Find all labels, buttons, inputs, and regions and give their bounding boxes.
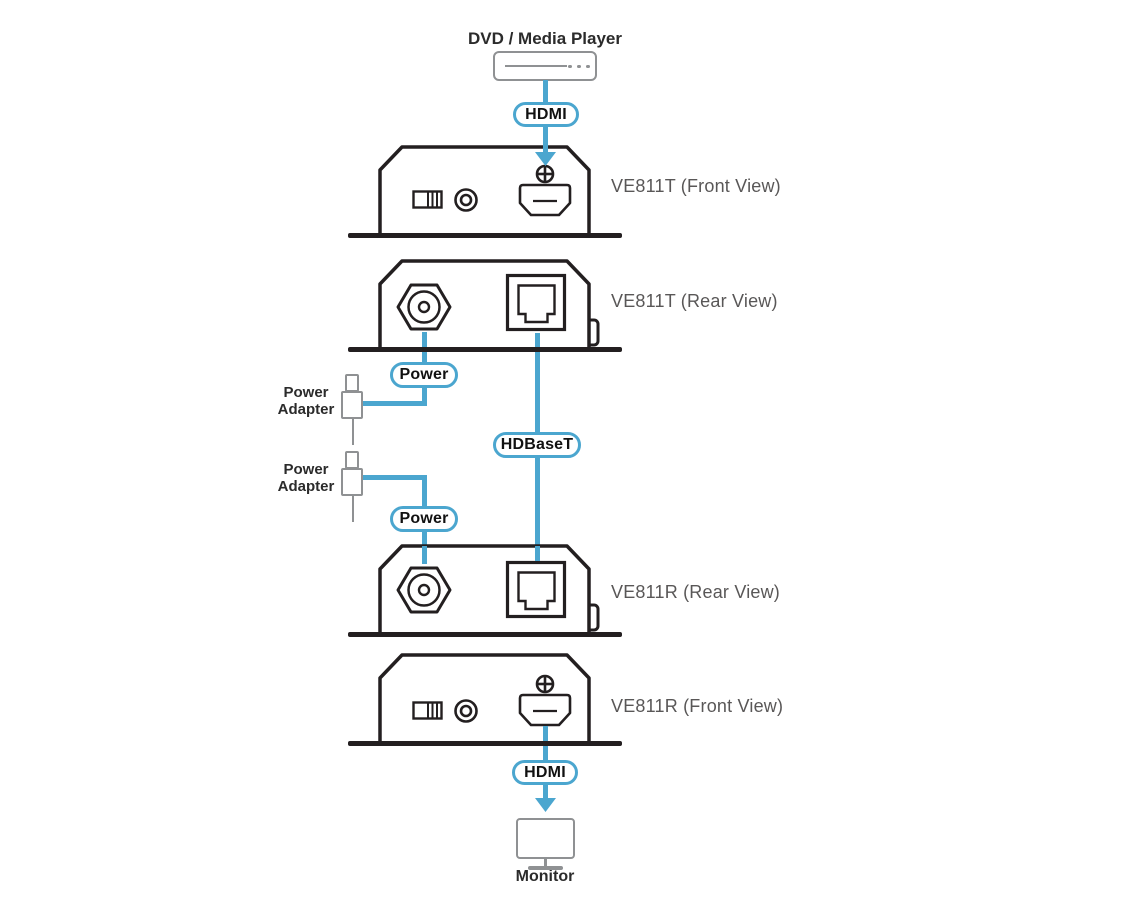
monitor-icon <box>516 818 575 859</box>
monitor-stand-base <box>528 866 563 870</box>
power-adapter-bottom-icon <box>341 468 363 496</box>
monitor-stand <box>543 859 547 867</box>
hdmi-port-icon <box>518 693 572 727</box>
rj45-port-icon <box>505 560 567 619</box>
power-cable-top-segment <box>421 387 427 406</box>
ve811t-front-device <box>378 145 604 237</box>
hdbaset-cable-upper-segment <box>534 348 540 433</box>
monitor-label: Monitor <box>515 868 575 885</box>
hdbaset-badge: HDBaseT <box>493 432 581 458</box>
power-bottom-badge: Power <box>390 506 458 532</box>
hdbaset-cable-inside-segment <box>534 546 540 561</box>
media-player-slot <box>505 64 567 67</box>
source-device-label: DVD / Media Player <box>467 29 622 48</box>
power-cable-bottom-segment <box>363 475 427 480</box>
hdbaset-cable-lower-segment <box>534 457 540 546</box>
ve811t-rear-device <box>378 259 604 351</box>
hdmi-cable-bottom-segment <box>542 741 548 762</box>
power-adapter-bottom-icon <box>351 496 354 522</box>
device-label-ve811t-front: VE811T (Front View) <box>611 176 781 196</box>
hdbaset-cable-inside-segment <box>534 333 540 351</box>
power-adapter-bottom-icon <box>345 451 359 469</box>
hdmi-top-badge: HDMI <box>513 102 579 127</box>
hdmi-cable-inside-segment <box>542 726 548 745</box>
device-label-ve811r-rear: VE811R (Rear View) <box>611 582 781 602</box>
slide-switch-icon <box>412 190 443 209</box>
surface-line <box>348 347 622 352</box>
media-player-dot <box>568 64 572 68</box>
ir-jack-icon <box>454 188 478 212</box>
ve811r-front-device <box>378 653 604 745</box>
power-cable-top-segment <box>421 348 427 363</box>
dvd-media-player-icon <box>493 51 597 81</box>
hdmi-arrow-down-icon <box>535 126 556 166</box>
hdmi-arrow-down-icon <box>535 784 556 812</box>
hdmi-port-icon <box>518 183 572 217</box>
power-jack-icon <box>396 283 452 331</box>
surface-line <box>348 741 622 746</box>
screw-icon <box>535 164 555 184</box>
ve811r-rear-device <box>378 544 604 636</box>
power-adapter-top-icon <box>345 374 359 392</box>
power-cable-inside-segment <box>421 546 427 564</box>
media-player-dot <box>577 64 581 68</box>
surface-line <box>348 233 622 238</box>
power-adapter-top-icon <box>341 391 363 419</box>
device-label-ve811r-front: VE811R (Front View) <box>611 696 784 716</box>
power-cable-bottom-segment <box>421 475 427 508</box>
power-jack-icon <box>396 566 452 614</box>
power-cable-top-segment <box>363 400 427 406</box>
power-adapter-top-icon <box>351 419 354 445</box>
hdmi-cable-top-segment <box>543 80 548 106</box>
power-adapter-top-label: Power Adapter <box>277 384 335 418</box>
media-player-dot <box>586 64 590 68</box>
power-adapter-bottom-label: Power Adapter <box>277 461 335 495</box>
power-cable-bottom-segment <box>421 529 427 546</box>
power-top-badge: Power <box>390 362 458 388</box>
power-cable-inside-segment <box>421 332 427 351</box>
rj45-port-icon <box>505 273 567 332</box>
hdmi-bottom-badge: HDMI <box>512 760 578 785</box>
screw-icon <box>535 674 555 694</box>
slide-switch-icon <box>412 701 443 720</box>
ir-jack-icon <box>454 699 478 723</box>
surface-line <box>348 632 622 637</box>
device-label-ve811t-rear: VE811T (Rear View) <box>611 291 778 311</box>
